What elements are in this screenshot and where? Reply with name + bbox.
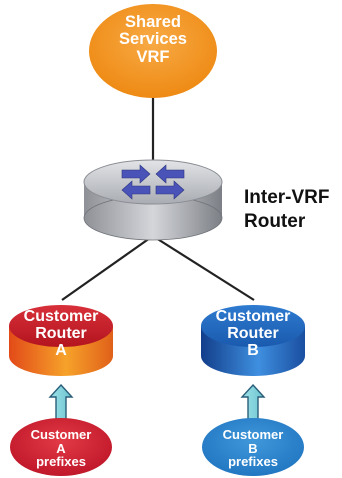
customer-router-a-node bbox=[9, 305, 113, 376]
customer-router-b-label: Customer Router B bbox=[215, 308, 291, 359]
customer-a-prefixes-label: Customer A prefixes bbox=[30, 427, 92, 470]
up-arrow-b-icon bbox=[240, 383, 266, 421]
link-router-to-customer-b bbox=[155, 237, 255, 301]
inter-vrf-router-label: Inter-VRF Router bbox=[244, 187, 330, 232]
shared-services-vrf-node bbox=[89, 4, 217, 98]
router-arrows-icon bbox=[121, 164, 185, 200]
link-router-to-customer-a bbox=[61, 237, 151, 301]
customer-router-b-node bbox=[201, 305, 305, 376]
customer-b-prefixes-node bbox=[202, 418, 304, 476]
customer-a-prefixes-node bbox=[10, 418, 112, 476]
inter-vrf-router-icon bbox=[83, 159, 223, 241]
up-arrow-a-icon bbox=[48, 383, 74, 421]
customer-b-prefixes-label: Customer B prefixes bbox=[222, 427, 284, 470]
customer-router-a-label: Customer Router A bbox=[23, 308, 99, 359]
shared-services-vrf-label: Shared Services VRF bbox=[119, 13, 187, 66]
